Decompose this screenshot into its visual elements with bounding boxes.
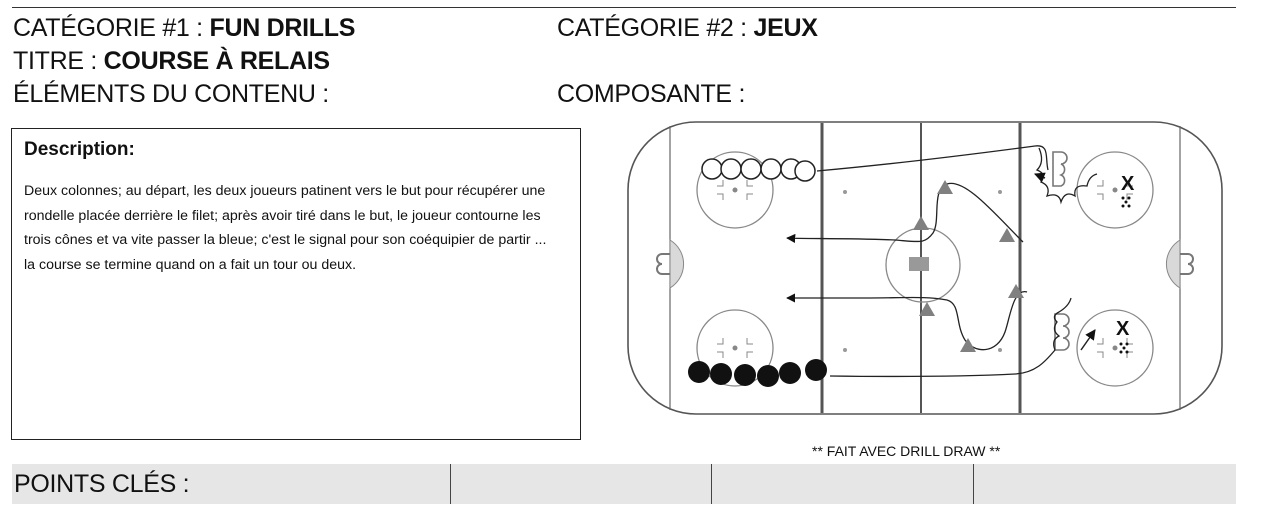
category-1-value: FUN DRILLS — [209, 14, 356, 42]
net-icon — [1052, 151, 1068, 187]
crease-left — [669, 239, 685, 289]
description-title: Description: — [24, 139, 135, 160]
category-1-label: CATÉGORIE #1 : — [13, 14, 203, 42]
filled-circle-player-icon — [710, 363, 732, 385]
faceoff-circle-bottom-left — [696, 309, 774, 387]
title-line: TITRE : COURSE À RELAIS — [13, 46, 330, 76]
cone-icon — [937, 180, 953, 194]
goalie-x-icon: X — [1116, 318, 1130, 340]
description-box: Description: Deux colonnes; au départ, l… — [11, 128, 581, 440]
description-line: la course se termine quand on a fait un … — [24, 256, 357, 273]
cone-icon — [1008, 284, 1024, 298]
cone-group — [913, 180, 1024, 352]
return-path-top — [786, 182, 1024, 243]
category-1: CATÉGORIE #1 : FUN DRILLS — [13, 13, 355, 43]
faceoff-circle-top-left — [696, 151, 774, 229]
title-label: TITRE : — [13, 47, 98, 75]
description-line: Deux colonnes; au départ, les deux joueu… — [24, 183, 546, 199]
stickhandle-path-top — [1035, 147, 1098, 205]
faceoff-dot — [843, 348, 847, 352]
pucks-icon — [1119, 196, 1131, 354]
category-2-value: JEUX — [753, 14, 818, 42]
cone-icon — [913, 216, 929, 230]
shot-path-top — [1034, 172, 1046, 183]
filled-player-group — [688, 359, 827, 387]
filled-circle-player-icon — [757, 365, 779, 387]
filled-circle-player-icon — [688, 361, 710, 383]
open-circle-player-icon — [720, 158, 742, 180]
net-right-icon — [1180, 253, 1194, 275]
key-points-label: POINTS CLÉS : — [14, 470, 190, 498]
key-points-cell — [451, 464, 712, 504]
open-circle-player-icon — [740, 158, 762, 180]
skate-path-top — [816, 145, 1049, 172]
description-line: rondelle placée derrière le filet; après… — [24, 207, 541, 224]
cone-icon — [960, 338, 976, 352]
cone-icon — [999, 228, 1015, 242]
key-points-cell: POINTS CLÉS : — [12, 464, 451, 504]
key-points-bar: POINTS CLÉS : — [12, 464, 1236, 504]
open-player-group — [701, 158, 816, 182]
category-2: CATÉGORIE #2 : JEUX — [557, 13, 818, 43]
faceoff-circle-top-right — [1076, 151, 1154, 229]
filled-circle-player-icon — [779, 362, 801, 384]
net-left-icon — [656, 253, 670, 275]
component-label: COMPOSANTE : — [557, 80, 746, 108]
skate-path-bottom — [829, 349, 1056, 378]
title-value: COURSE À RELAIS — [103, 47, 330, 75]
faceoff-dot — [998, 348, 1002, 352]
faceoff-dot — [843, 190, 847, 194]
key-points-cell — [712, 464, 974, 504]
filled-circle-player-icon — [805, 359, 827, 381]
description-line: trois cônes et va vite passer la bleue; … — [24, 232, 547, 248]
faceoff-dot — [998, 190, 1002, 194]
cone-icon — [919, 302, 935, 316]
return-path-bottom — [786, 291, 1028, 351]
description-text: Deux colonnes; au départ, les deux joueu… — [24, 179, 576, 277]
top-rule — [12, 7, 1236, 8]
net-icon — [1054, 313, 1070, 351]
drill-draw-credit: ** FAIT AVEC DRILL DRAW ** — [812, 443, 1001, 459]
open-circle-player-icon — [760, 158, 782, 180]
open-circle-player-icon — [701, 158, 723, 180]
open-circle-player-icon — [794, 160, 816, 182]
filled-circle-player-icon — [734, 364, 756, 386]
rink-diagram: X X — [627, 121, 1223, 415]
content-elements-label: ÉLÉMENTS DU CONTENU : — [13, 80, 329, 108]
goalie-x-icon: X — [1121, 173, 1135, 195]
category-2-label: CATÉGORIE #2 : — [557, 14, 747, 42]
crease-right — [1165, 239, 1181, 289]
stickhandle-path-bottom — [1053, 297, 1072, 351]
shot-path-bottom — [1080, 329, 1096, 351]
